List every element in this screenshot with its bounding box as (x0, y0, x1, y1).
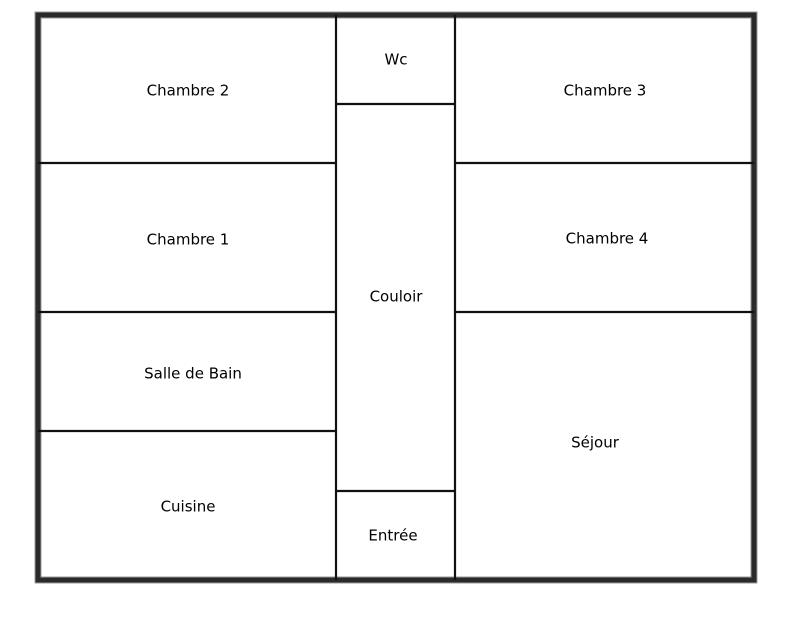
room-label-couloir: Couloir (370, 288, 424, 306)
room-label-chambre-4: Chambre 4 (566, 230, 649, 248)
room-label-entree: Entrée (368, 527, 417, 545)
room-label-chambre-3: Chambre 3 (564, 82, 647, 100)
room-labels: Chambre 2 Wc Chambre 3 Chambre 1 Couloir… (144, 51, 648, 545)
room-label-salle-de-bain: Salle de Bain (144, 365, 242, 383)
room-label-cuisine: Cuisine (161, 498, 216, 516)
room-label-sejour: Séjour (571, 434, 620, 452)
interior-walls (38, 15, 754, 580)
outer-wall (35, 12, 757, 583)
room-label-chambre-2: Chambre 2 (147, 82, 230, 100)
room-label-wc: Wc (384, 51, 407, 69)
room-label-chambre-1: Chambre 1 (147, 231, 230, 249)
